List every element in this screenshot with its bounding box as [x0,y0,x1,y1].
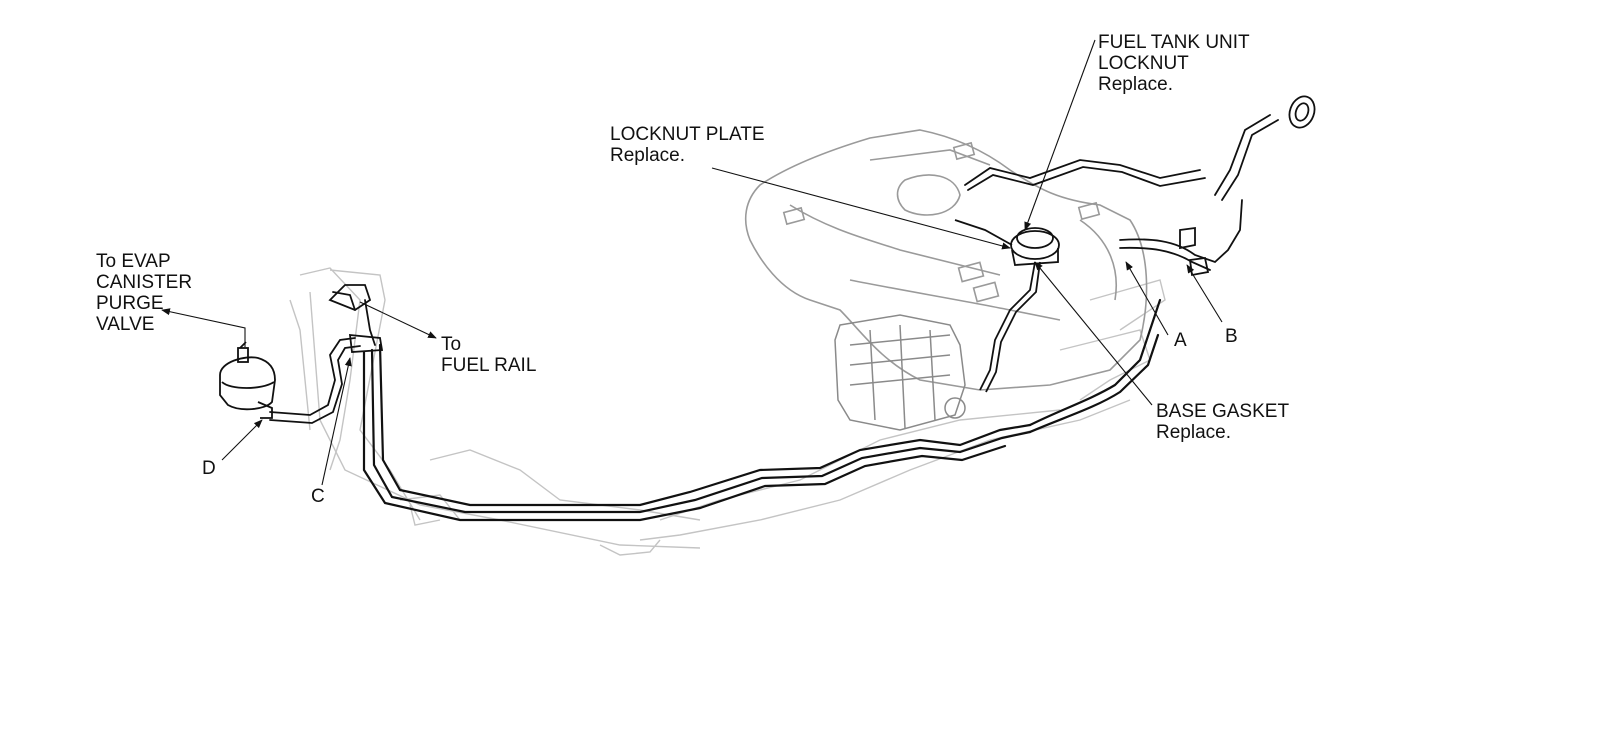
leader-a [1125,261,1169,336]
purge-line [269,284,384,424]
leader-lines [161,39,1223,486]
label-line: CANISTER [96,272,193,293]
label-line: BASE GASKET [1156,401,1290,422]
label-line: To EVAP [96,251,171,272]
fuel-tank [744,129,1148,391]
label-letter-d: D [202,458,216,479]
label-line: LOCKNUT PLATE [610,124,765,145]
leader-locknut-plate [711,167,1011,250]
label-line: FUEL TANK UNIT [1098,32,1250,53]
label-to-evap-canister-purge-valve: To EVAP CANISTER PURGE VALVE [96,251,192,335]
label-letter-a: A [1174,330,1187,351]
filler-lines [964,95,1316,277]
label-line: FUEL RAIL [441,355,537,376]
leader-fuel-rail [359,301,437,339]
fuel-lines [362,298,1162,522]
label-fuel-tank-unit-locknut: FUEL TANK UNIT LOCKNUT Replace. [1098,32,1250,95]
label-letter-b: B [1225,326,1238,347]
label-to-fuel-rail: To FUEL RAIL [441,334,536,376]
label-letter-c: C [311,486,325,507]
label-line: To [441,334,462,355]
label-line: Replace. [1098,74,1173,95]
label-locknut-plate: LOCKNUT PLATE Replace. [610,124,765,166]
leader-evap [161,308,246,347]
leader-base-gasket [1034,261,1153,406]
label-line: Replace. [610,145,685,166]
leader-fuel-tank-unit [1024,39,1096,231]
leader-c [321,357,352,486]
leader-d [221,419,263,461]
evap-purge-valve [219,341,276,419]
label-line: VALVE [96,314,155,335]
label-base-gasket: BASE GASKET Replace. [1156,401,1289,443]
evap-canister [834,314,966,431]
fuel-tank-unit [954,219,1060,393]
label-line: PURGE [96,293,164,314]
label-line: Replace. [1156,422,1231,443]
label-line: LOCKNUT [1098,53,1189,74]
leader-b [1186,264,1223,323]
